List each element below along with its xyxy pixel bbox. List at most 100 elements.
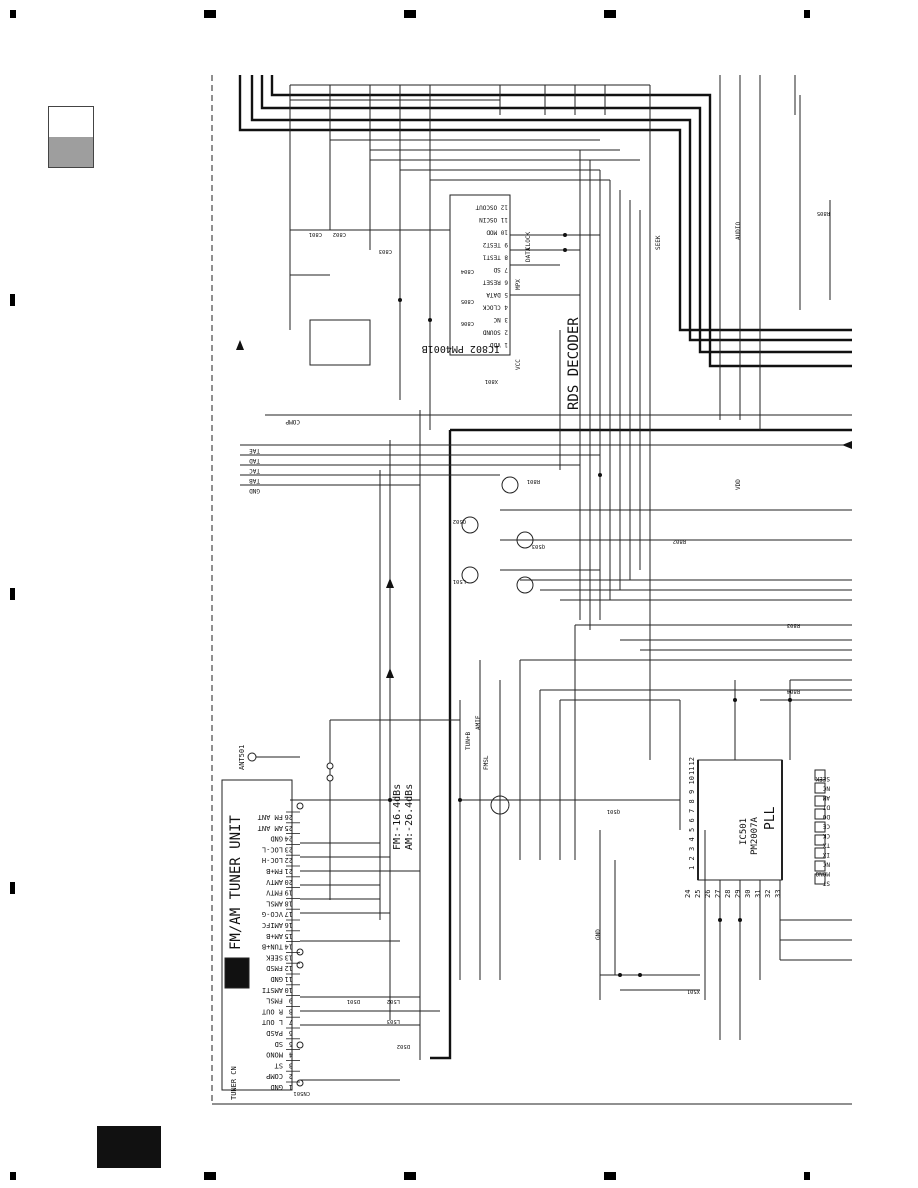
component-ref: R801 <box>527 478 540 484</box>
arrows <box>236 340 852 678</box>
component-ref: L501 <box>453 578 466 584</box>
tuner-pin-number: 18 <box>285 899 293 907</box>
tuner-pin-name: MONO <box>266 1051 283 1059</box>
tuner-pin-number: 9 <box>289 997 293 1005</box>
tuner-pin-name: FM+B <box>266 867 283 875</box>
component-ref: X801 <box>485 378 498 384</box>
registration-mark-left-1 <box>10 294 15 306</box>
pll-pin-number-bottom: 29 <box>734 890 742 898</box>
pll-pin-number-left: 1 <box>688 866 696 870</box>
pll-signal-label: MONO <box>815 870 830 877</box>
net-label: FMSL <box>483 755 490 770</box>
registration-mark-top-right <box>804 10 810 18</box>
rds-pin-left: 5 DATA <box>486 291 508 298</box>
tuner-pin-name: FM ANT <box>257 813 283 821</box>
registration-mark-top-1 <box>204 10 216 18</box>
registration-mark-bottom-right <box>804 1172 810 1180</box>
rds-pin-left: 1 VDD <box>490 341 508 348</box>
tuner-pin-number: 12 <box>285 964 293 972</box>
pll-pin-number-bottom: 32 <box>764 890 772 898</box>
pll-pin-number-left: 10 <box>688 776 696 784</box>
tuner-pin-name: VCO-G <box>262 910 283 918</box>
pll-pin-number-left: 12 <box>688 757 696 765</box>
tuner-pin-name: AM+B <box>266 932 283 940</box>
tuner-pin-number: 17 <box>285 910 293 918</box>
component-ref: R802 <box>673 538 686 544</box>
tuner-pin-name: LOC-H <box>262 856 283 864</box>
component-ref: Q501 <box>607 808 620 814</box>
rds-pin-left: 11 OSCIN <box>479 216 508 223</box>
section-tab-upper <box>49 107 93 137</box>
pll-signal-label: CK <box>822 832 830 839</box>
registration-mark-bottom-left <box>10 1172 16 1180</box>
tuner-pin-name: GND <box>270 1083 283 1091</box>
rds-pin-left: 4 CLOCK <box>482 304 508 311</box>
board-outline <box>211 75 852 1105</box>
component-ref: R805 <box>817 210 830 216</box>
net-label: TAB <box>249 477 260 484</box>
net-label: TAE <box>249 447 260 454</box>
tuner-pin-name: AMTV <box>265 878 283 886</box>
pll-pin-number-left: 11 <box>688 767 696 775</box>
tuner-pin-number: 4 <box>289 1051 293 1059</box>
pll-signal-label: DI <box>822 804 830 811</box>
pll-signal-label: CE <box>822 823 830 830</box>
tuner-pin-name: LOC-L <box>262 845 283 853</box>
pll-signal-label: TX <box>822 842 830 849</box>
vertical-wires <box>289 75 831 1060</box>
registration-mark-top-3 <box>604 10 616 18</box>
component-ref: X501 <box>687 988 700 994</box>
thick-bus-lines <box>238 75 852 1060</box>
tuner-pin-name: SEEK <box>265 953 283 961</box>
tuner-pin-number: 3 <box>289 1061 293 1069</box>
tuner-pin-name: FMSD <box>266 964 283 972</box>
net-label: COMP <box>285 418 300 425</box>
pll-signal-label: AM <box>822 794 830 801</box>
tuner-unit-box <box>221 779 293 1091</box>
component-ref: D502 <box>397 1043 410 1049</box>
component-ref: C806 <box>461 320 474 326</box>
pll-pin-number-bottom: 27 <box>714 890 722 898</box>
pll-pin-number-bottom: 28 <box>724 890 732 898</box>
pll-pin-number-left: 9 <box>688 790 696 794</box>
pll-pin-number-bottom: 33 <box>774 890 782 898</box>
pll-ic-part: PM2007A <box>750 816 760 855</box>
net-label: TUN+B <box>465 732 472 750</box>
ic804-chip <box>309 319 371 366</box>
tuner-pin-number: 15 <box>285 932 293 940</box>
test-points <box>296 762 334 1087</box>
tuner-unit-title: FM/AM TUNER UNIT <box>228 815 244 950</box>
tuner-pin-number: 23 <box>285 845 293 853</box>
rds-decoder-label: RDS DECODER <box>566 317 582 410</box>
net-label: SEEK <box>655 235 662 250</box>
tuner-pin-name: PASD <box>266 1029 283 1037</box>
net-label: MPX <box>515 279 522 290</box>
net-label: GND <box>595 929 602 940</box>
rds-pin-left: 6 RESET <box>482 279 508 286</box>
pll-ic <box>697 759 783 881</box>
tuner-pin-number: 7 <box>289 1018 293 1026</box>
net-label: TAD <box>249 457 260 464</box>
net-label: AUDIO <box>735 222 742 240</box>
component-ref: C801 <box>309 231 322 237</box>
net-label: DATA <box>525 247 532 262</box>
rds-pin-left: 10 MOD <box>486 229 508 236</box>
tuner-pin-name: AM ANT <box>257 824 283 832</box>
pll-pin-number-bottom: 31 <box>754 890 762 898</box>
net-label: AMIF <box>475 715 482 730</box>
pll-signal-label: NC <box>822 861 830 868</box>
pll-pin-number-left: 4 <box>688 837 696 841</box>
net-label: CLOCK <box>525 232 532 250</box>
tuner-pin-number: 16 <box>285 921 293 929</box>
pll-pin-number-bottom: 25 <box>694 890 702 898</box>
rds-pin-left: 2 SOUND <box>482 329 508 336</box>
component-ref: C805 <box>461 298 474 304</box>
page-number-box <box>97 1126 161 1168</box>
rds-pin-left: 12 OSCOUT <box>475 204 508 211</box>
fm-gain-note: FM:-16.4dBs <box>392 784 403 850</box>
registration-mark-top-2 <box>404 10 416 18</box>
component-ref: R803 <box>787 622 800 628</box>
pll-pin-number-left: 6 <box>688 818 696 822</box>
